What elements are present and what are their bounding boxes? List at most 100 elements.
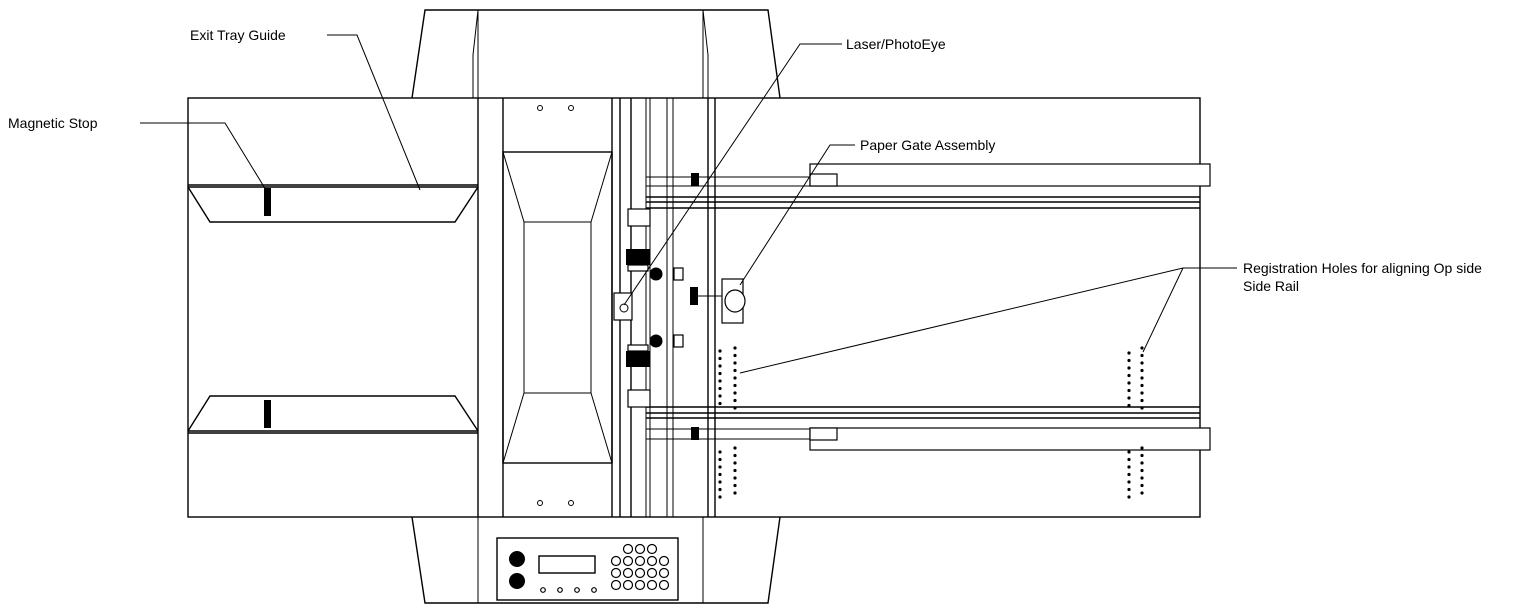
registration-hole bbox=[718, 356, 722, 361]
label-registration-holes-line2: Side Rail bbox=[1243, 278, 1299, 294]
registration-hole bbox=[733, 491, 737, 495]
registration-hole bbox=[718, 371, 722, 376]
main-body bbox=[187, 97, 1201, 518]
registration-hole bbox=[1140, 446, 1144, 450]
registration-hole bbox=[1140, 406, 1144, 410]
registration-hole bbox=[1140, 361, 1144, 365]
leader-lines bbox=[140, 34, 1237, 374]
registration-hole bbox=[718, 379, 722, 383]
registration-hole bbox=[733, 468, 737, 473]
registration-hole bbox=[1140, 376, 1144, 380]
registration-hole bbox=[733, 461, 737, 465]
registration-hole bbox=[718, 401, 722, 406]
label-exit-tray-guide: Exit Tray Guide bbox=[190, 27, 286, 43]
registration-hole bbox=[1140, 453, 1144, 458]
registration-hole bbox=[1127, 465, 1131, 469]
registration-hole bbox=[1140, 461, 1144, 465]
registration-hole bbox=[1127, 457, 1131, 462]
registration-hole bbox=[1140, 398, 1144, 403]
registration-hole bbox=[733, 483, 737, 488]
registration-hole bbox=[718, 364, 722, 368]
label-registration-holes-line1: Registration Holes for aligning Op side bbox=[1243, 260, 1482, 276]
registration-hole bbox=[1140, 368, 1144, 373]
panel-indicator-dots bbox=[540, 587, 597, 593]
keypad-key bbox=[658, 567, 670, 579]
keypad-key bbox=[658, 579, 670, 591]
rail-clamp-lower bbox=[691, 427, 699, 440]
registration-holes bbox=[718, 346, 1144, 499]
registration-hole bbox=[718, 465, 722, 469]
side-rail-upper bbox=[646, 163, 1211, 209]
keypad-key bbox=[658, 555, 670, 567]
registration-hole bbox=[1127, 403, 1131, 408]
keypad-key bbox=[646, 579, 658, 591]
center-feeder bbox=[477, 98, 613, 517]
registration-hole bbox=[1140, 391, 1144, 395]
label-paper-gate-assembly: Paper Gate Assembly bbox=[860, 137, 995, 153]
registration-hole bbox=[1140, 353, 1144, 358]
registration-hole bbox=[733, 391, 737, 395]
registration-hole bbox=[733, 398, 737, 403]
registration-hole bbox=[718, 386, 722, 391]
top-housing bbox=[411, 9, 781, 99]
registration-hole bbox=[718, 480, 722, 484]
registration-hole bbox=[1140, 491, 1144, 495]
keypad-key bbox=[610, 579, 622, 591]
roller-assemblies bbox=[626, 208, 722, 408]
registration-hole bbox=[733, 376, 737, 380]
keypad-key bbox=[646, 555, 658, 567]
exit-tray bbox=[187, 184, 479, 434]
registration-hole bbox=[1127, 351, 1131, 355]
registration-hole bbox=[1140, 468, 1144, 473]
magnetic-stop-lower bbox=[264, 400, 271, 428]
panel-indicator-dot bbox=[574, 587, 580, 593]
keypad-key bbox=[622, 567, 634, 579]
panel-indicator-dot bbox=[557, 587, 563, 593]
control-panel bbox=[496, 537, 679, 601]
registration-hole bbox=[718, 457, 722, 462]
registration-hole bbox=[733, 383, 737, 388]
registration-hole bbox=[733, 453, 737, 458]
keypad-key bbox=[634, 543, 646, 555]
keypad-key bbox=[634, 567, 646, 579]
paper-gate bbox=[721, 278, 746, 324]
vertical-rails bbox=[619, 98, 716, 517]
registration-hole bbox=[1140, 476, 1144, 480]
registration-hole bbox=[1127, 472, 1131, 477]
registration-hole bbox=[1127, 358, 1131, 363]
registration-hole bbox=[718, 394, 722, 398]
keypad-key bbox=[622, 579, 634, 591]
registration-hole bbox=[733, 368, 737, 373]
registration-hole bbox=[733, 406, 737, 410]
keypad bbox=[610, 543, 670, 591]
adjust-knob bbox=[690, 287, 698, 305]
registration-hole bbox=[1127, 366, 1131, 370]
panel-indicator-dot bbox=[540, 587, 546, 593]
registration-hole bbox=[1127, 381, 1131, 385]
keypad-key bbox=[646, 543, 658, 555]
keypad-key bbox=[646, 567, 658, 579]
registration-hole bbox=[718, 349, 722, 353]
registration-hole bbox=[1127, 487, 1131, 492]
registration-hole bbox=[1127, 450, 1131, 454]
registration-hole bbox=[718, 495, 722, 499]
registration-hole bbox=[733, 353, 737, 358]
keypad-key bbox=[610, 567, 622, 579]
lcd-display bbox=[538, 555, 596, 574]
registration-hole bbox=[1140, 383, 1144, 388]
registration-hole bbox=[1127, 480, 1131, 484]
keypad-key bbox=[610, 555, 622, 567]
registration-hole bbox=[733, 446, 737, 450]
registration-hole bbox=[1127, 373, 1131, 378]
keypad-key bbox=[634, 579, 646, 591]
control-button-lower bbox=[509, 573, 525, 589]
keypad-key bbox=[622, 555, 634, 567]
panel-indicator-dot bbox=[591, 587, 597, 593]
registration-hole bbox=[1140, 346, 1144, 350]
registration-hole bbox=[733, 346, 737, 350]
registration-hole bbox=[718, 472, 722, 477]
registration-hole bbox=[1140, 483, 1144, 488]
registration-hole bbox=[1127, 495, 1131, 499]
registration-hole bbox=[1127, 396, 1131, 400]
